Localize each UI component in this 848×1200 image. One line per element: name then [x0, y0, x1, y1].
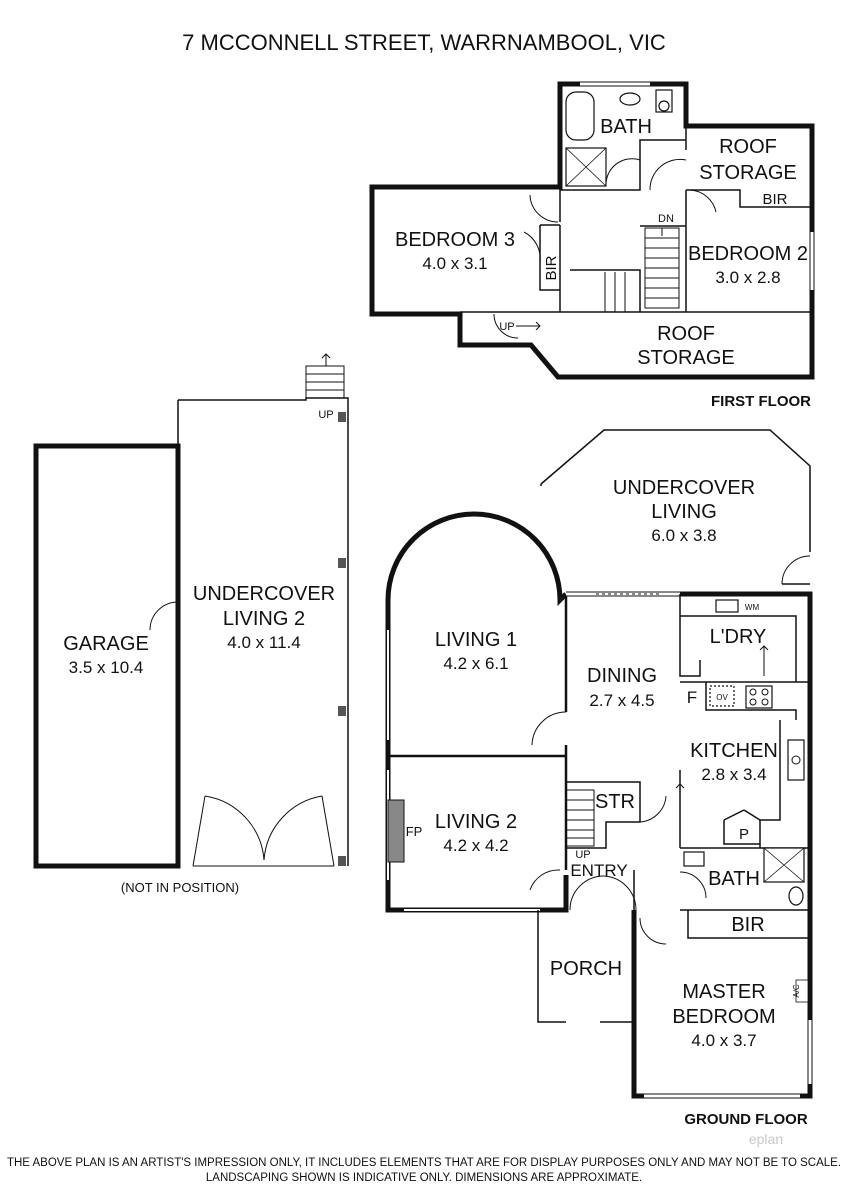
bir-ground-label: BIR: [731, 914, 764, 936]
bir-first-left-label: BIR: [543, 255, 560, 280]
kitchen-name: KITCHEN: [690, 740, 778, 762]
fridge-label: F: [687, 688, 697, 707]
living1-dims: 4.2 x 6.1: [443, 654, 508, 673]
property-title: 7 MCCONNELL STREET, WARRNAMBOOL, VIC: [182, 30, 666, 55]
ground-floor-plan: UNDERCOVER LIVING 6.0 x 3.8 WM L'DRY LIV…: [385, 429, 813, 1128]
living1-name: LIVING 1: [435, 629, 517, 651]
roof-storage-2-line1: ROOF: [657, 323, 715, 345]
roof-storage-2-line2: STORAGE: [637, 347, 734, 369]
dining-name: DINING: [587, 665, 657, 687]
undercover-living-2-line1: UNDERCOVER: [193, 583, 335, 605]
up-ground-label: UP: [575, 849, 590, 861]
garage-dims: 3.5 x 10.4: [69, 658, 144, 677]
roof-storage-1-line2: STORAGE: [699, 162, 796, 184]
dining-dims: 2.7 x 4.5: [589, 691, 654, 710]
master-line2: BEDROOM: [672, 1006, 775, 1028]
ground-floor-label: GROUND FLOOR: [684, 1111, 807, 1128]
undercover-living-2-line2: LIVING 2: [223, 608, 305, 630]
bedroom3-name: BEDROOM 3: [395, 229, 515, 251]
up-first-label: UP: [499, 321, 514, 333]
bir-first-right-label: BIR: [762, 191, 787, 208]
up-garage-label: UP: [318, 409, 333, 421]
entry-label: ENTRY: [570, 861, 627, 880]
bedroom2-name: BEDROOM 2: [688, 243, 808, 265]
bedroom3-dims: 4.0 x 3.1: [422, 254, 487, 273]
laundry-label: L'DRY: [710, 626, 767, 648]
str-label: STR: [595, 791, 635, 813]
bath-first-label: BATH: [600, 116, 652, 138]
living2-name: LIVING 2: [435, 811, 517, 833]
ac-label: A/C: [792, 984, 801, 998]
master-line1: MASTER: [682, 981, 765, 1003]
roof-storage-1-line1: ROOF: [719, 136, 777, 158]
bath-ground-label: BATH: [708, 868, 760, 890]
undercover-living-dims: 6.0 x 3.8: [651, 526, 716, 545]
living2-dims: 4.2 x 4.2: [443, 836, 508, 855]
first-floor-plan: BATH ROOF STORAGE BIR BEDROOM 3 4.0 x 3.…: [369, 81, 815, 410]
undercover-living-2-dims: 4.0 x 11.4: [227, 633, 300, 652]
bedroom2-dims: 3.0 x 2.8: [715, 268, 780, 287]
not-in-position-label: (NOT IN POSITION): [121, 880, 239, 895]
watermark: eplan: [749, 1131, 783, 1147]
fireplace-label: FP: [406, 824, 423, 839]
dn-label: DN: [658, 213, 674, 225]
pantry-label: P: [739, 826, 749, 843]
porch-label: PORCH: [550, 958, 622, 980]
undercover-living-line1: UNDERCOVER: [613, 477, 755, 499]
undercover-living-line2: LIVING: [651, 501, 717, 523]
master-dims: 4.0 x 3.7: [691, 1031, 756, 1050]
disclaimer-line2: LANDSCAPING SHOWN IS INDICATIVE ONLY. DI…: [206, 1172, 642, 1184]
wm-label: WM: [745, 603, 760, 612]
garage-plan: UP GARAGE 3.5 x 10.4 UNDERCOVER LIVING 2…: [33, 353, 349, 895]
kitchen-dims: 2.8 x 3.4: [701, 765, 766, 784]
garage-name: GARAGE: [63, 633, 149, 655]
disclaimer-line1: THE ABOVE PLAN IS AN ARTIST'S IMPRESSION…: [7, 1157, 841, 1169]
first-floor-label: FIRST FLOOR: [711, 393, 811, 410]
oven-label: OV: [716, 693, 728, 702]
